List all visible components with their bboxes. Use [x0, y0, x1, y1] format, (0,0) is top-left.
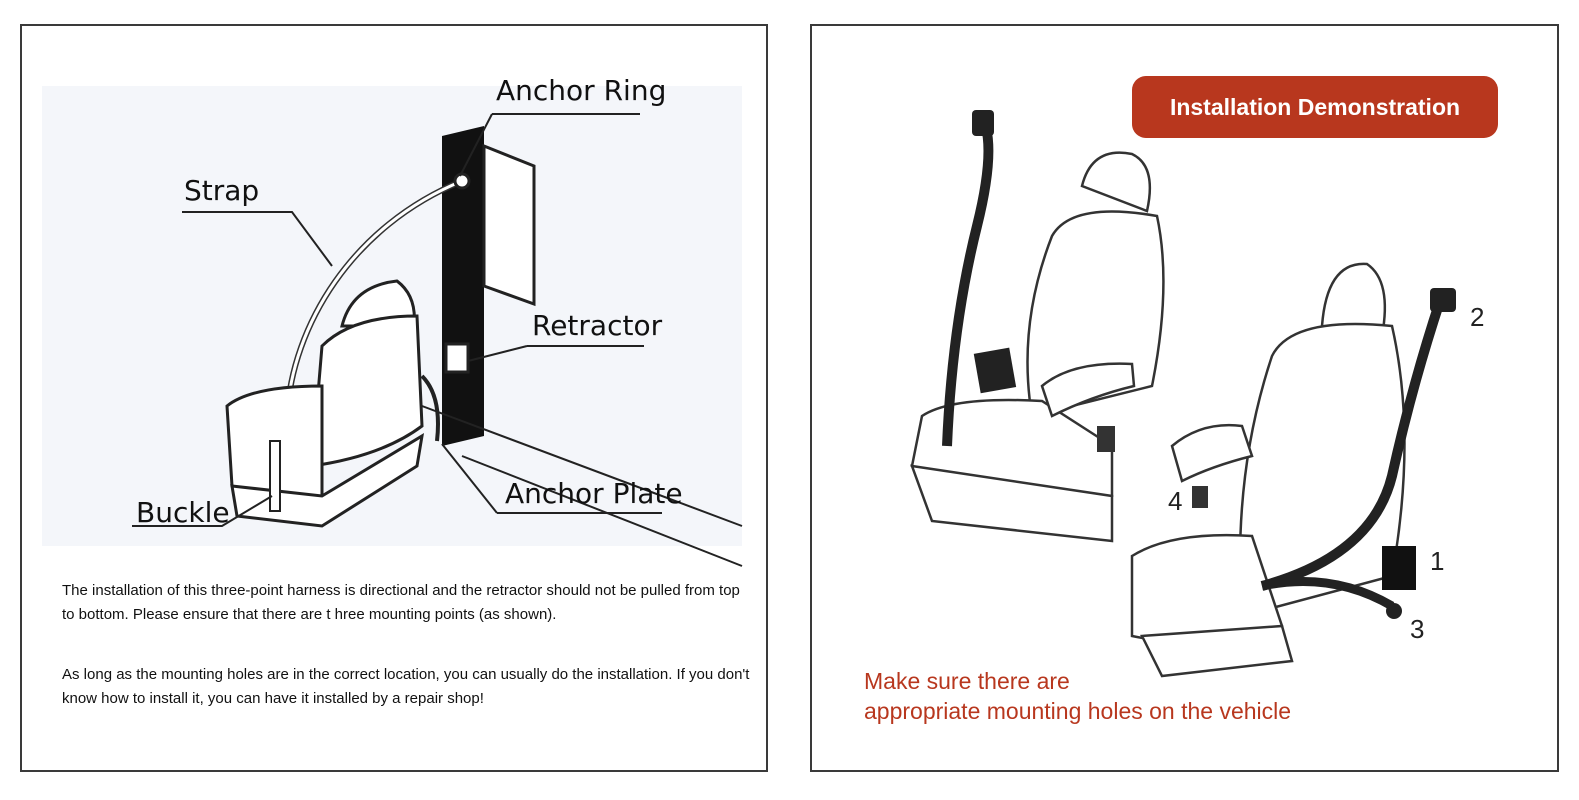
point-1-label: 1 [1430, 546, 1445, 576]
point-4-label: 4 [1168, 486, 1183, 516]
note-line-2: appropriate mounting holes on the vehicl… [864, 698, 1292, 724]
mounting-holes-note: Make sure there are appropriate mounting… [864, 666, 1291, 726]
retractor-label: Retractor [532, 309, 663, 342]
front-seat-belt [1260, 299, 1445, 591]
point-3-label: 3 [1410, 614, 1425, 644]
front-seat-drawing [1130, 262, 1406, 678]
installation-illustration [910, 110, 1456, 678]
point-2-label: 2 [1470, 302, 1485, 332]
instruction-paragraph-1: The installation of this three-point har… [62, 582, 740, 623]
instruction-paragraph-2: As long as the mounting holes are in the… [62, 666, 750, 707]
front-anchor-top [1430, 288, 1456, 312]
floor-anchor [1386, 603, 1402, 619]
seat-belt-diagram [42, 86, 743, 576]
note-line-1: Make sure there are [864, 668, 1070, 694]
diagram-panel: Anchor Ring Strap Retractor Anchor Plate… [20, 24, 768, 772]
buckle-mark [269, 440, 281, 512]
anchor-ring-mark [453, 172, 471, 190]
back-retractor [973, 347, 1017, 394]
retractor-mark [444, 342, 470, 374]
front-retractor [1382, 546, 1416, 590]
strap-label: Strap [184, 174, 260, 207]
anchor-ring-label: Anchor Ring [496, 74, 667, 107]
installation-demonstration-badge: Installation Demonstration [1132, 76, 1498, 138]
buckle-label: Buckle [136, 496, 230, 529]
window-panel [482, 143, 536, 307]
front-buckle [1192, 486, 1208, 508]
back-seat-drawing [910, 151, 1165, 543]
demonstration-panel: Installation Demonstration 2 1 3 4 Make … [810, 24, 1559, 772]
back-anchor-top [972, 110, 994, 136]
back-buckle [1097, 426, 1115, 452]
anchor-plate-label: Anchor Plate [505, 477, 683, 510]
back-seat-belt [942, 113, 994, 447]
